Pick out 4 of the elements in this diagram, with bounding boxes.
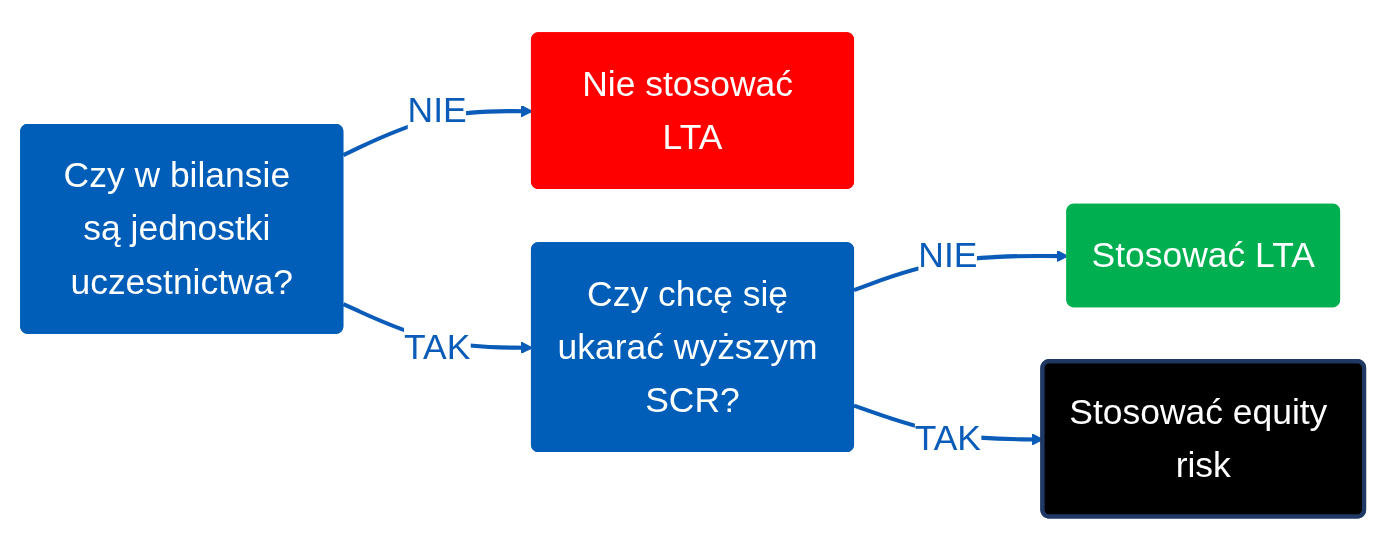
edge-label: TAK	[914, 417, 982, 459]
edge-label: TAK	[403, 325, 471, 367]
edge-label: NIE	[407, 89, 467, 131]
edge-label: NIE	[918, 234, 978, 275]
